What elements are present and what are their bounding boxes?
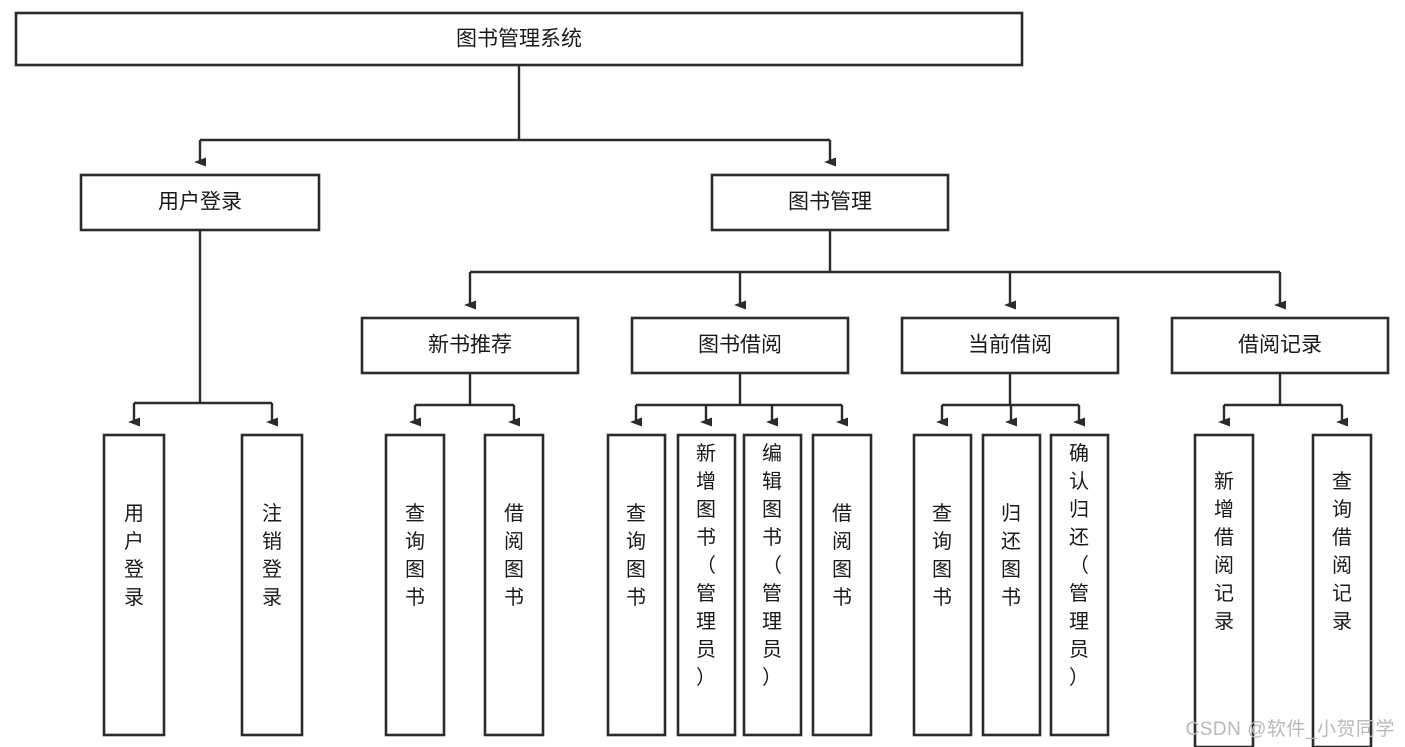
node-leaf-query-book-1[interactable]: 查询图书 bbox=[384, 433, 446, 737]
node-book-borrow-label: 图书借阅 bbox=[698, 334, 782, 357]
node-new-book-recommend[interactable]: 新书推荐 bbox=[360, 316, 580, 375]
node-leaf-return-book[interactable]: 归还图书 bbox=[981, 433, 1042, 737]
node-leaf-return-book-label: 归还图书 bbox=[1001, 502, 1021, 609]
node-leaf-query-book-1-box[interactable] bbox=[384, 433, 446, 737]
node-leaf-user-login-box[interactable] bbox=[102, 433, 166, 737]
node-leaf-add-borrow-record-label: 新增借阅记录 bbox=[1214, 470, 1234, 633]
node-leaf-query-book-2-label: 查询图书 bbox=[626, 502, 646, 609]
node-leaf-confirm-return-label: 确认归还（管理员） bbox=[1069, 442, 1089, 689]
node-book-borrow[interactable]: 图书借阅 bbox=[630, 316, 850, 375]
node-leaf-query-book-3[interactable]: 查询图书 bbox=[912, 433, 973, 737]
node-book-manage[interactable]: 图书管理 bbox=[710, 173, 950, 232]
node-new-book-recommend-label: 新书推荐 bbox=[428, 334, 512, 357]
node-leaf-query-borrow-record-box[interactable] bbox=[1311, 433, 1373, 747]
node-leaf-confirm-return[interactable]: 确认归还（管理员） bbox=[1049, 433, 1110, 737]
node-root-box[interactable] bbox=[14, 11, 1024, 67]
node-leaf-confirm-return-box[interactable] bbox=[1049, 433, 1110, 737]
node-leaf-return-book-box[interactable] bbox=[981, 433, 1042, 737]
node-leaf-user-login-label: 用户登录 bbox=[124, 503, 144, 609]
node-leaf-query-book-3-box[interactable] bbox=[912, 433, 973, 737]
node-leaf-query-book-3-label: 查询图书 bbox=[932, 502, 952, 609]
node-leaf-borrow-book-2-label: 借阅图书 bbox=[832, 502, 852, 609]
edge-group-root bbox=[194, 65, 836, 167]
node-leaf-user-logout[interactable]: 注销登录 bbox=[240, 433, 304, 737]
node-leaf-add-borrow-record[interactable]: 新增借阅记录 bbox=[1193, 433, 1255, 747]
node-user-login-box[interactable] bbox=[79, 173, 321, 232]
node-current-borrow-box[interactable] bbox=[900, 316, 1120, 375]
node-leaf-add-book-label: 新增图书（管理员） bbox=[696, 442, 716, 689]
node-leaf-edit-book-label: 编辑图书（管理员） bbox=[762, 442, 782, 689]
node-leaf-edit-book[interactable]: 编辑图书（管理员） bbox=[742, 433, 803, 737]
node-book-manage-box[interactable] bbox=[710, 173, 950, 232]
node-leaf-borrow-book-1-label: 借阅图书 bbox=[504, 502, 524, 609]
node-borrow-record[interactable]: 借阅记录 bbox=[1170, 316, 1390, 375]
node-book-borrow-box[interactable] bbox=[630, 316, 850, 375]
node-leaf-user-logout-box[interactable] bbox=[240, 433, 304, 737]
node-leaf-edit-book-box[interactable] bbox=[742, 433, 803, 737]
node-borrow-record-label: 借阅记录 bbox=[1238, 334, 1322, 357]
node-user-login[interactable]: 用户登录 bbox=[79, 173, 321, 232]
edge-group-new-book-recommend bbox=[409, 373, 520, 427]
node-leaf-borrow-book-1[interactable]: 借阅图书 bbox=[483, 433, 545, 737]
node-leaf-query-book-1-label: 查询图书 bbox=[405, 502, 425, 609]
edge-group-current-borrow bbox=[936, 373, 1085, 427]
node-borrow-record-box[interactable] bbox=[1170, 316, 1390, 375]
node-leaf-query-book-2-box[interactable] bbox=[606, 433, 667, 737]
node-user-login-label: 用户登录 bbox=[158, 191, 242, 214]
node-leaf-add-borrow-record-box[interactable] bbox=[1193, 433, 1255, 747]
node-leaf-query-borrow-record-label: 查询借阅记录 bbox=[1332, 470, 1352, 633]
node-current-borrow-label: 当前借阅 bbox=[968, 334, 1052, 357]
node-leaf-borrow-book-2[interactable]: 借阅图书 bbox=[811, 433, 873, 737]
edge-group-borrow-record bbox=[1218, 373, 1348, 427]
edge-group-user-login bbox=[128, 230, 278, 427]
node-current-borrow[interactable]: 当前借阅 bbox=[900, 316, 1120, 375]
csdn-watermark: CSDN @软件_小贺同学 bbox=[1185, 719, 1395, 740]
edge-group-book-borrow bbox=[630, 373, 848, 427]
node-leaf-add-book[interactable]: 新增图书（管理员） bbox=[676, 433, 737, 737]
node-root-label: 图书管理系统 bbox=[456, 28, 582, 51]
node-leaf-query-book-2[interactable]: 查询图书 bbox=[606, 433, 667, 737]
node-leaf-query-borrow-record[interactable]: 查询借阅记录 bbox=[1311, 433, 1373, 747]
node-leaf-user-login[interactable]: 用户登录 bbox=[102, 433, 166, 737]
node-leaf-user-logout-label: 注销登录 bbox=[262, 502, 282, 609]
node-leaf-borrow-book-2-box[interactable] bbox=[811, 433, 873, 737]
node-leaf-add-book-box[interactable] bbox=[676, 433, 737, 737]
edge-group-book-manage bbox=[464, 230, 1286, 310]
node-book-manage-label: 图书管理 bbox=[788, 191, 872, 214]
node-new-book-recommend-box[interactable] bbox=[360, 316, 580, 375]
node-leaf-borrow-book-1-box[interactable] bbox=[483, 433, 545, 737]
node-root[interactable]: 图书管理系统 bbox=[14, 11, 1024, 67]
